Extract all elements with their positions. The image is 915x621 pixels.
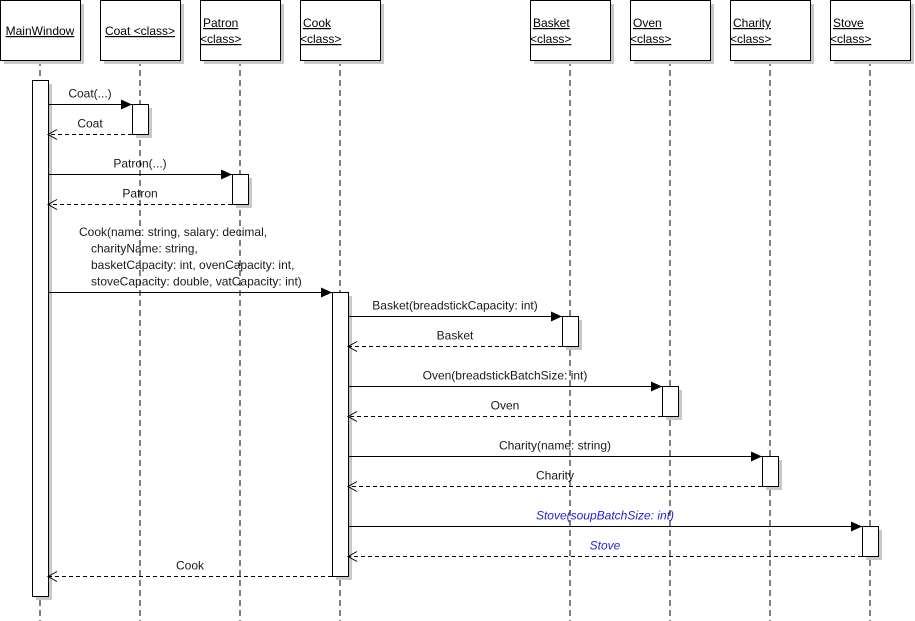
- message-label: Cook: [176, 559, 205, 573]
- activation-oven: [662, 386, 682, 420]
- message-label: Charity: [536, 469, 574, 483]
- message-label: Coat: [77, 117, 103, 131]
- message-call-mainwindow-to-cook[interactable]: Cook(name: string, salary: decimal, chari…: [48, 225, 332, 298]
- header-stereotype: <class>: [300, 32, 341, 46]
- message-return-charity-to-cook[interactable]: Charity: [346, 469, 762, 492]
- message-call-cook-to-basket[interactable]: Basket(breadstickCapacity: int): [348, 299, 562, 322]
- open-arrowhead-icon: [346, 341, 358, 352]
- message-label-line: basketCapacity: int, ovenCapacity: int,: [91, 258, 294, 272]
- message-label: Patron(...): [113, 157, 166, 171]
- header-stereotype: <class>: [530, 32, 571, 46]
- lifeline-header-oven[interactable]: Oven <class>: [630, 0, 714, 65]
- lifeline-header-basket[interactable]: Basket <class>: [530, 0, 614, 65]
- message-label: Basket: [437, 329, 474, 343]
- message-return-basket-to-cook[interactable]: Basket: [346, 329, 562, 352]
- header-name: Cook: [303, 16, 332, 30]
- activation-patron: [232, 174, 252, 208]
- header-box: [100, 0, 181, 61]
- activation-bar: [232, 174, 249, 205]
- open-arrowhead-icon: [346, 481, 358, 492]
- activation-bar: [562, 316, 579, 347]
- open-arrowhead-icon: [46, 129, 58, 140]
- activation-bar: [762, 456, 779, 487]
- activation-cook: [332, 292, 352, 580]
- activation-bar: [132, 104, 149, 135]
- header-box: [0, 0, 81, 61]
- header-box: [630, 0, 711, 61]
- message-label: Coat(...): [68, 87, 111, 101]
- open-arrowhead-icon: [346, 411, 358, 422]
- header-box: [730, 0, 811, 61]
- message-label-line: charityName: string,: [91, 242, 198, 256]
- message-return-coat-to-mainwindow[interactable]: Coat: [46, 117, 132, 140]
- message-return-cook-to-mainwindow[interactable]: Cook: [46, 559, 332, 582]
- message-label: Stove(soupBatchSize: int): [536, 509, 674, 523]
- header-stereotype: <class>: [630, 32, 671, 46]
- header-name: Stove: [833, 16, 864, 30]
- header-box: [300, 0, 381, 61]
- message-label: Oven: [491, 399, 520, 413]
- activation-stove: [862, 526, 882, 560]
- message-call-cook-to-oven[interactable]: Oven(breadstickBatchSize: int): [348, 369, 662, 392]
- header-stereotype: <class>: [200, 32, 241, 46]
- lifeline-header-mainwindow[interactable]: MainWindow: [0, 0, 85, 65]
- activation-bar: [332, 292, 349, 577]
- open-arrowhead-icon: [346, 551, 358, 562]
- lifeline-header-charity[interactable]: Charity <class>: [730, 0, 814, 65]
- activation-coat: [132, 104, 152, 138]
- activation-basket: [562, 316, 582, 350]
- activation-bar: [32, 80, 49, 597]
- activation-bar: [662, 386, 679, 417]
- message-label: Charity(name: string): [499, 439, 611, 453]
- open-arrowhead-icon: [46, 571, 58, 582]
- message-label: Stove: [590, 539, 621, 553]
- message-label-line: Cook(name: string, salary: decimal,: [79, 225, 267, 239]
- message-return-patron-to-mainwindow[interactable]: Patron: [46, 187, 232, 210]
- message-call-mainwindow-to-coat[interactable]: Coat(...): [48, 87, 132, 110]
- header-box: [530, 0, 611, 61]
- lifeline-header-stove[interactable]: Stove <class>: [830, 0, 914, 65]
- activation-mainwindow: [32, 80, 52, 600]
- message-call-mainwindow-to-patron[interactable]: Patron(...): [48, 157, 232, 180]
- header-name: Charity: [733, 16, 771, 30]
- header-name: Oven: [633, 16, 662, 30]
- header-box: [830, 0, 911, 61]
- header-name: Patron: [203, 16, 238, 30]
- header-name: MainWindow: [6, 24, 75, 38]
- lifeline-header-coat[interactable]: Coat <class>: [100, 0, 185, 65]
- message-call-cook-to-stove[interactable]: Stove(soupBatchSize: int): [348, 509, 862, 532]
- header-box: [200, 0, 281, 61]
- message-label: Basket(breadstickCapacity: int): [372, 299, 537, 313]
- header-name: Coat <class>: [105, 24, 175, 38]
- message-return-oven-to-cook[interactable]: Oven: [346, 399, 662, 422]
- message-return-stove-to-cook[interactable]: Stove: [346, 539, 862, 562]
- message-label: Patron: [122, 187, 157, 201]
- header-name: Basket: [533, 16, 570, 30]
- header-stereotype: <class>: [730, 32, 771, 46]
- message-call-cook-to-charity[interactable]: Charity(name: string): [348, 439, 762, 462]
- header-stereotype: <class>: [830, 32, 871, 46]
- open-arrowhead-icon: [46, 199, 58, 210]
- activation-bar: [862, 526, 879, 557]
- message-label-line: stoveCapacity: double, vatCapacity: int): [91, 275, 302, 289]
- message-label: Oven(breadstickBatchSize: int): [423, 369, 588, 383]
- lifeline-header-patron[interactable]: Patron <class>: [200, 0, 284, 65]
- lifeline-header-cook[interactable]: Cook <class>: [300, 0, 384, 65]
- activation-charity: [762, 456, 782, 490]
